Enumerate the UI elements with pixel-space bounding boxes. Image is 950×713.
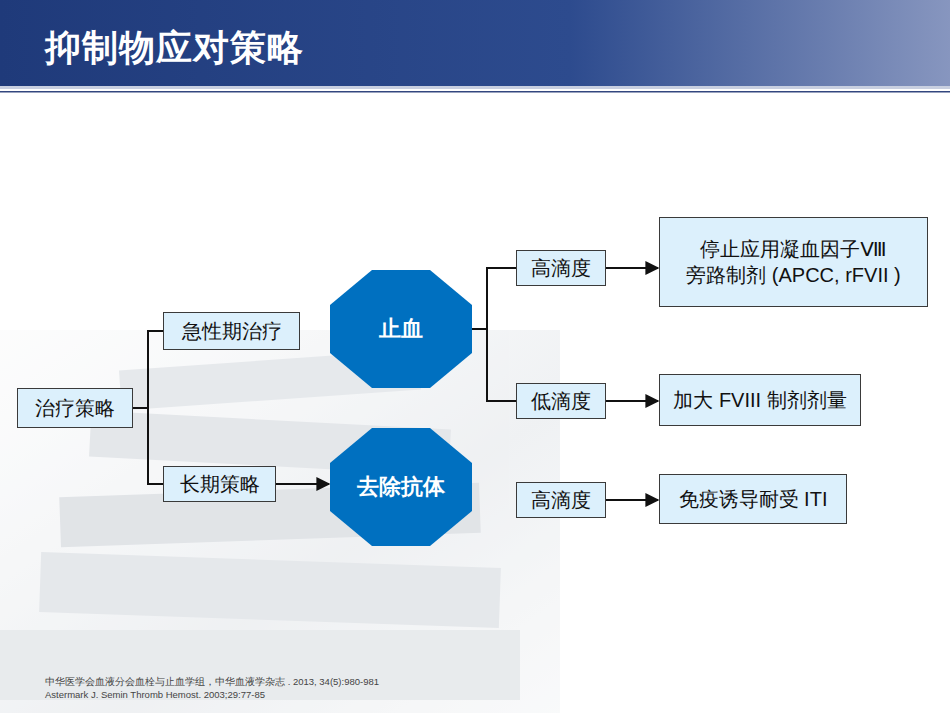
- node-text: 去除抗体: [357, 472, 445, 502]
- arrow-connector: [606, 499, 658, 501]
- bracket-connector: [133, 331, 163, 408]
- node-text: 急性期治疗: [182, 318, 282, 344]
- treatment-box: 停止应用凝血因子Ⅷ 旁路制剂 (APCC, rFVII ): [659, 217, 928, 307]
- strategy-box: 治疗策略: [17, 388, 133, 428]
- titer-box: 高滴度: [516, 482, 606, 518]
- reference-note: Astermark J. Semin Thromb Hemost. 2003;2…: [45, 689, 265, 700]
- bracket-connector: [472, 268, 516, 329]
- arrow-connector: [606, 400, 658, 402]
- reference-note: 中华医学会血液分会血栓与止血学组，中华血液学杂志 . 2013, 34(5):9…: [45, 676, 379, 689]
- node-text: 停止应用凝血因子Ⅷ 旁路制剂 (APCC, rFVII ): [668, 236, 919, 288]
- titer-box: 高滴度: [516, 250, 606, 286]
- node-text: 止血: [379, 314, 423, 344]
- titer-box: 低滴度: [516, 383, 606, 419]
- node-text: 免疫诱导耐受 ITI: [679, 486, 828, 512]
- phase-box: 长期策略: [163, 466, 276, 502]
- treatment-box: 加大 FVIII 制剂剂量: [659, 374, 861, 426]
- node-text: 加大 FVIII 制剂剂量: [673, 387, 846, 413]
- node-text: 低滴度: [531, 388, 591, 414]
- node-text: 长期策略: [180, 471, 260, 497]
- arrow-connector: [606, 267, 658, 269]
- node-text: 治疗策略: [35, 395, 115, 421]
- goal-octagon: 止血: [330, 270, 472, 388]
- slide-title: 抑制物应对策略: [45, 24, 304, 73]
- phase-box: 急性期治疗: [163, 312, 300, 350]
- node-text: 高滴度: [531, 487, 591, 513]
- goal-octagon: 去除抗体: [330, 428, 472, 546]
- node-text: 高滴度: [531, 255, 591, 281]
- arrow-connector: [276, 483, 329, 485]
- bracket-connector: [133, 408, 163, 484]
- bracket-connector: [472, 329, 516, 401]
- treatment-box: 免疫诱导耐受 ITI: [659, 474, 847, 524]
